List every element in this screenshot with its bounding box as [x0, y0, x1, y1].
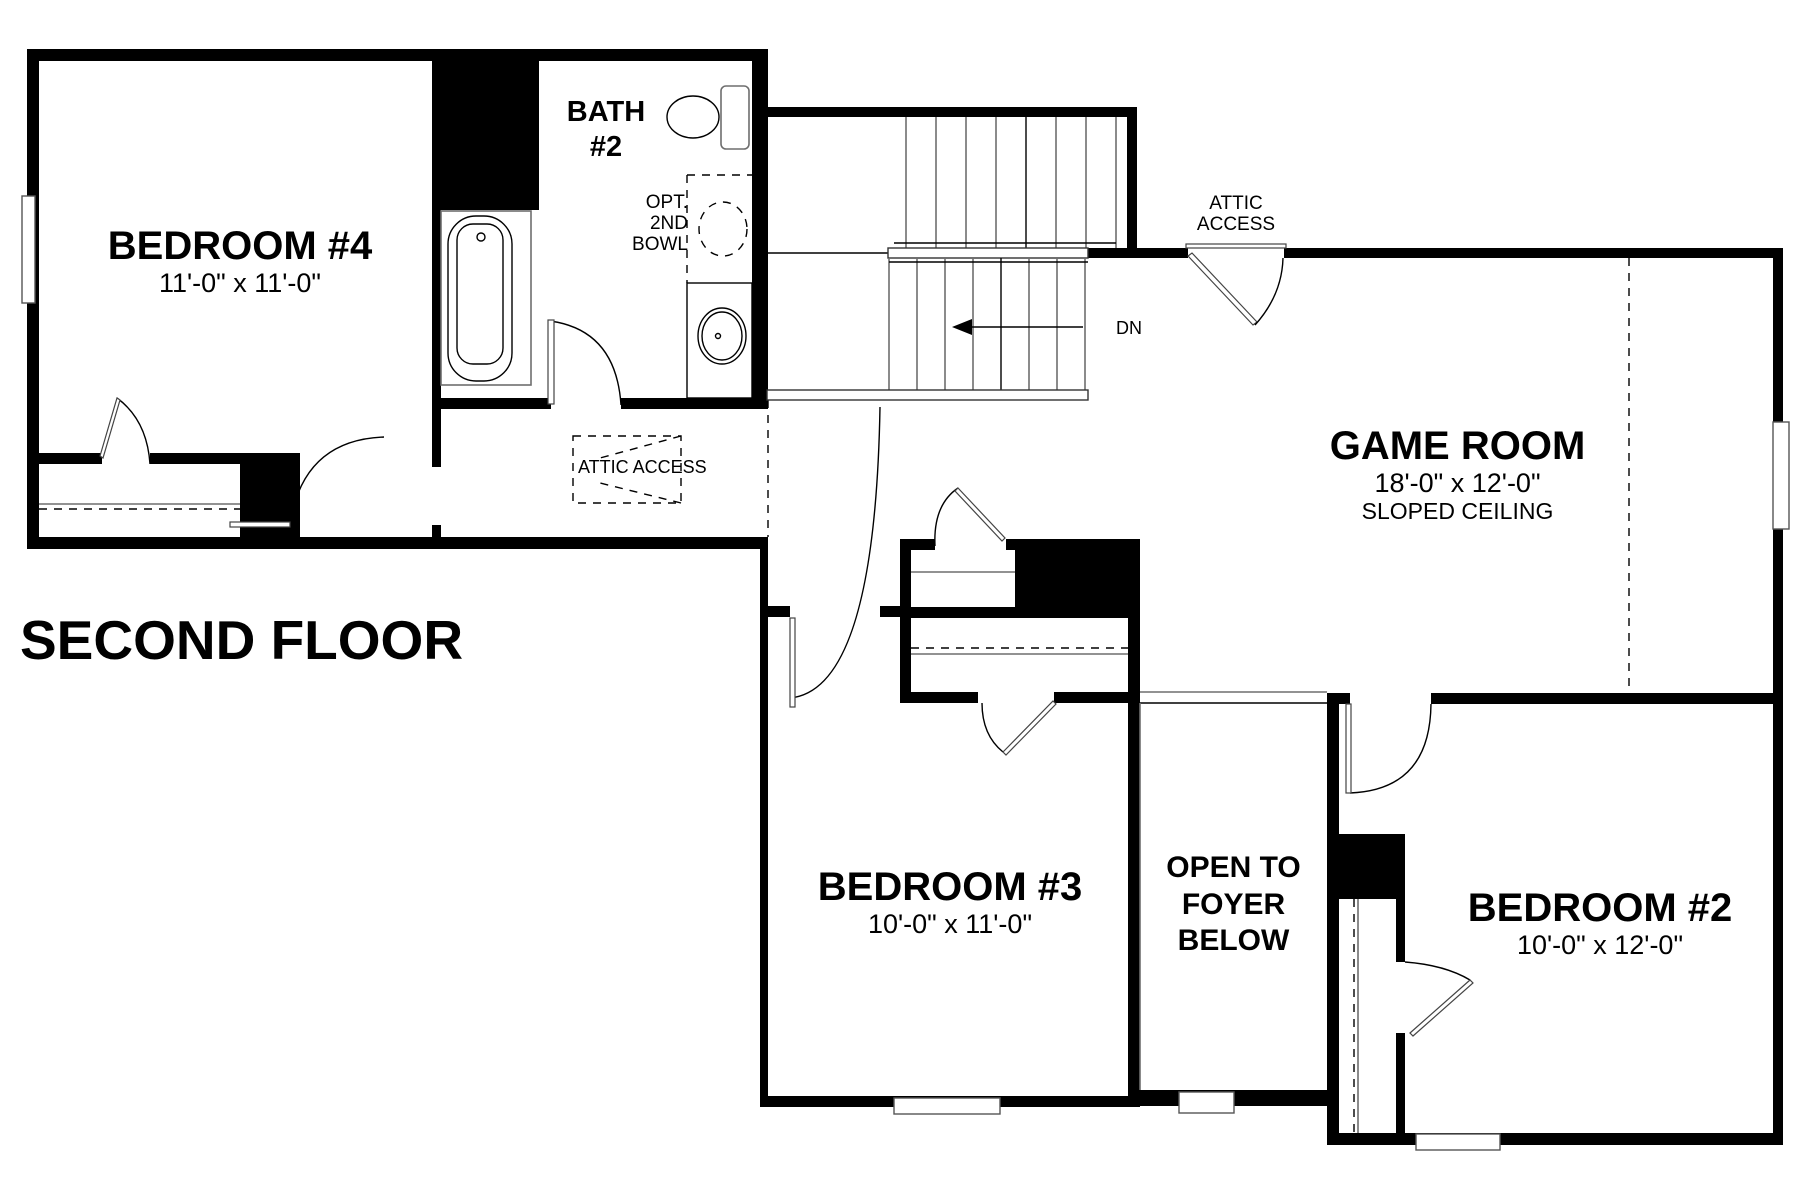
bedroom4-dims: 11'-0" x 11'-0"	[158, 268, 322, 298]
window-bedroom3	[893, 1097, 1001, 1115]
upper-flight	[894, 117, 1117, 248]
room-label-bedroom4: BEDROOM #4 11'-0" x 11'-0"	[98, 226, 382, 297]
floor-title: SECOND FLOOR	[20, 609, 464, 671]
bedroom2-name: BEDROOM #2	[1467, 886, 1733, 930]
staircase	[766, 117, 1117, 401]
opt-bowl-line1: OPT.	[645, 192, 688, 213]
room-label-bath2: BATH #2	[556, 95, 656, 166]
bedroom4-name: BEDROOM #4	[107, 224, 373, 268]
opt-bowl-line2: 2ND	[649, 212, 688, 234]
window-foyer	[1178, 1091, 1235, 1114]
doors	[99, 243, 1474, 1037]
bedroom2-dims: 10'-0" x 12'-0"	[1516, 930, 1684, 960]
opt-bowl-label: OPT. 2ND BOWL	[622, 192, 688, 256]
walls	[27, 49, 1783, 1145]
landing-rail	[887, 247, 1089, 259]
down-arrow-icon	[952, 319, 972, 335]
room-label-game-room: GAME ROOM 18'-0" x 12'-0" SLOPED CEILING	[1300, 426, 1615, 523]
open-foyer-line2: FOYER	[1181, 887, 1286, 921]
closet-rods	[39, 258, 1630, 1133]
attic-access-hall-label: ATTIC ACCESS	[578, 457, 707, 477]
attic-hatch	[572, 435, 682, 504]
attic-top-line1: ATTIC	[1209, 193, 1263, 214]
room-label-bedroom2: BEDROOM #2 10'-0" x 12'-0"	[1450, 888, 1750, 959]
bath2-name-line1: BATH	[566, 96, 646, 128]
attic-access-top-label: ATTIC ACCESS	[1186, 193, 1286, 236]
room-label-open-foyer: OPEN TO FOYER BELOW	[1140, 850, 1327, 960]
windows	[21, 195, 1790, 1151]
attic-top-line2: ACCESS	[1196, 213, 1276, 235]
game-room-name: GAME ROOM	[1329, 424, 1586, 468]
opt-bowl-line3: BOWL	[632, 233, 688, 255]
window-bedroom2	[1415, 1133, 1501, 1151]
stair-direction-label: DN	[1116, 318, 1142, 338]
bath-fixtures	[440, 85, 753, 399]
room-label-bedroom3: BEDROOM #3 10'-0" x 11'-0"	[800, 867, 1100, 938]
open-foyer-line1: OPEN TO	[1166, 851, 1301, 884]
game-room-dims: 18'-0" x 12'-0"	[1374, 468, 1541, 498]
window-game-room	[1772, 421, 1790, 530]
bedroom3-name: BEDROOM #3	[817, 865, 1083, 909]
bath2-name-line2: #2	[589, 131, 623, 164]
bedroom3-dims: 10'-0" x 11'-0"	[867, 909, 1033, 939]
open-foyer-line3: BELOW	[1177, 924, 1290, 958]
bottom-rail	[766, 389, 1089, 401]
lower-flight	[888, 258, 1088, 390]
game-room-note: SLOPED CEILING	[1361, 498, 1554, 524]
window-bedroom4	[21, 195, 36, 304]
